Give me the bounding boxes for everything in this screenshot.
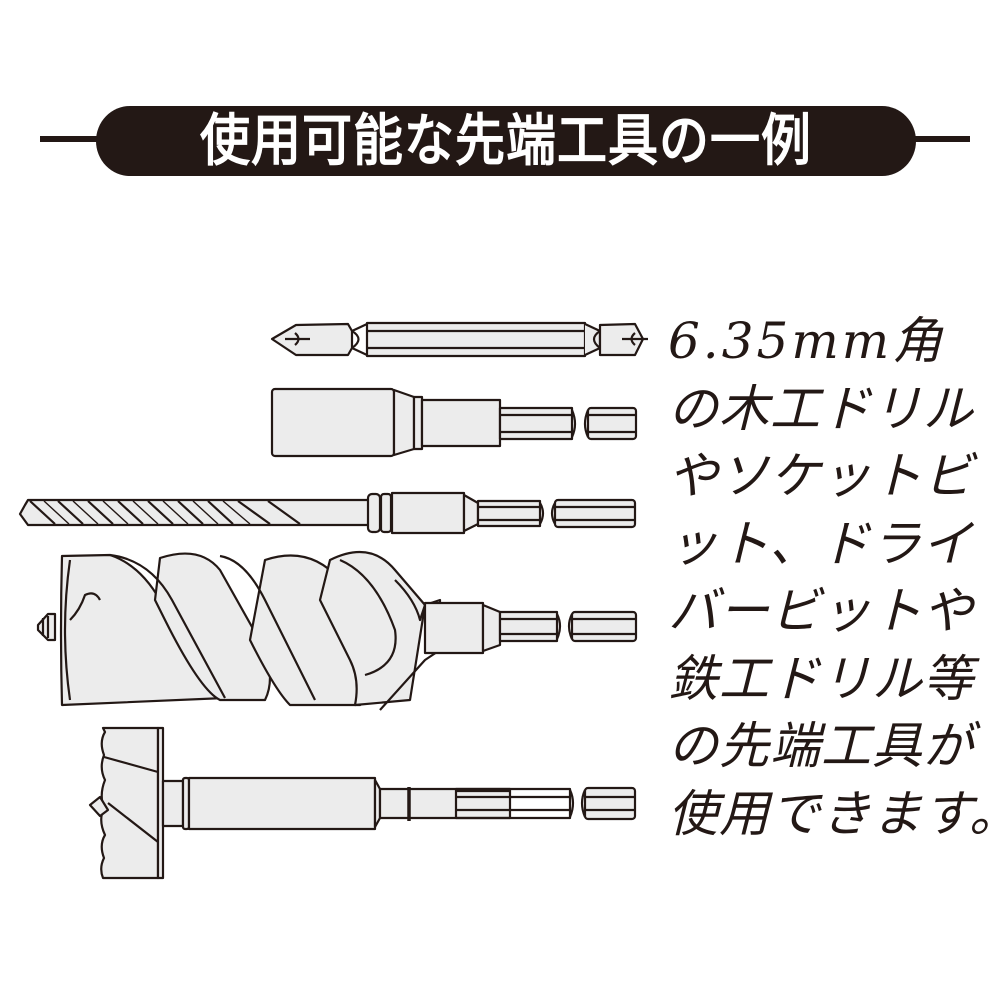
description-line: バービットや [668,582,974,640]
page-title: 使用可能な先端工具の一例 [200,108,812,174]
tool-illustrations [0,290,660,890]
description-line: やソケットビ [668,447,974,505]
double-ended-driver-bit-icon [270,321,648,358]
header-banner: 使用可能な先端工具の一例 [96,106,916,176]
forstner-bit-icon [88,726,637,880]
description-text: 6.35mm角 の木工ドリル やソケットビ ット、ドライ バービットや 鉄工ドリ… [668,308,1000,848]
description-line: 使用できます。 [668,784,1000,843]
header-banner-line-left [40,136,110,142]
header-banner-line-right [900,136,970,142]
iron-drill-bit-icon [18,491,637,535]
description-line: の木工ドリル [668,379,974,438]
wood-auger-drill-bit-icon [36,550,638,711]
description-line: 鉄工ドリル等 [668,649,974,708]
socket-bit-icon [270,387,638,458]
description-line: の先端工具が [668,717,974,775]
description-line: ット、ドライ [668,514,973,573]
description-line: 6.35mm角 [668,312,946,370]
